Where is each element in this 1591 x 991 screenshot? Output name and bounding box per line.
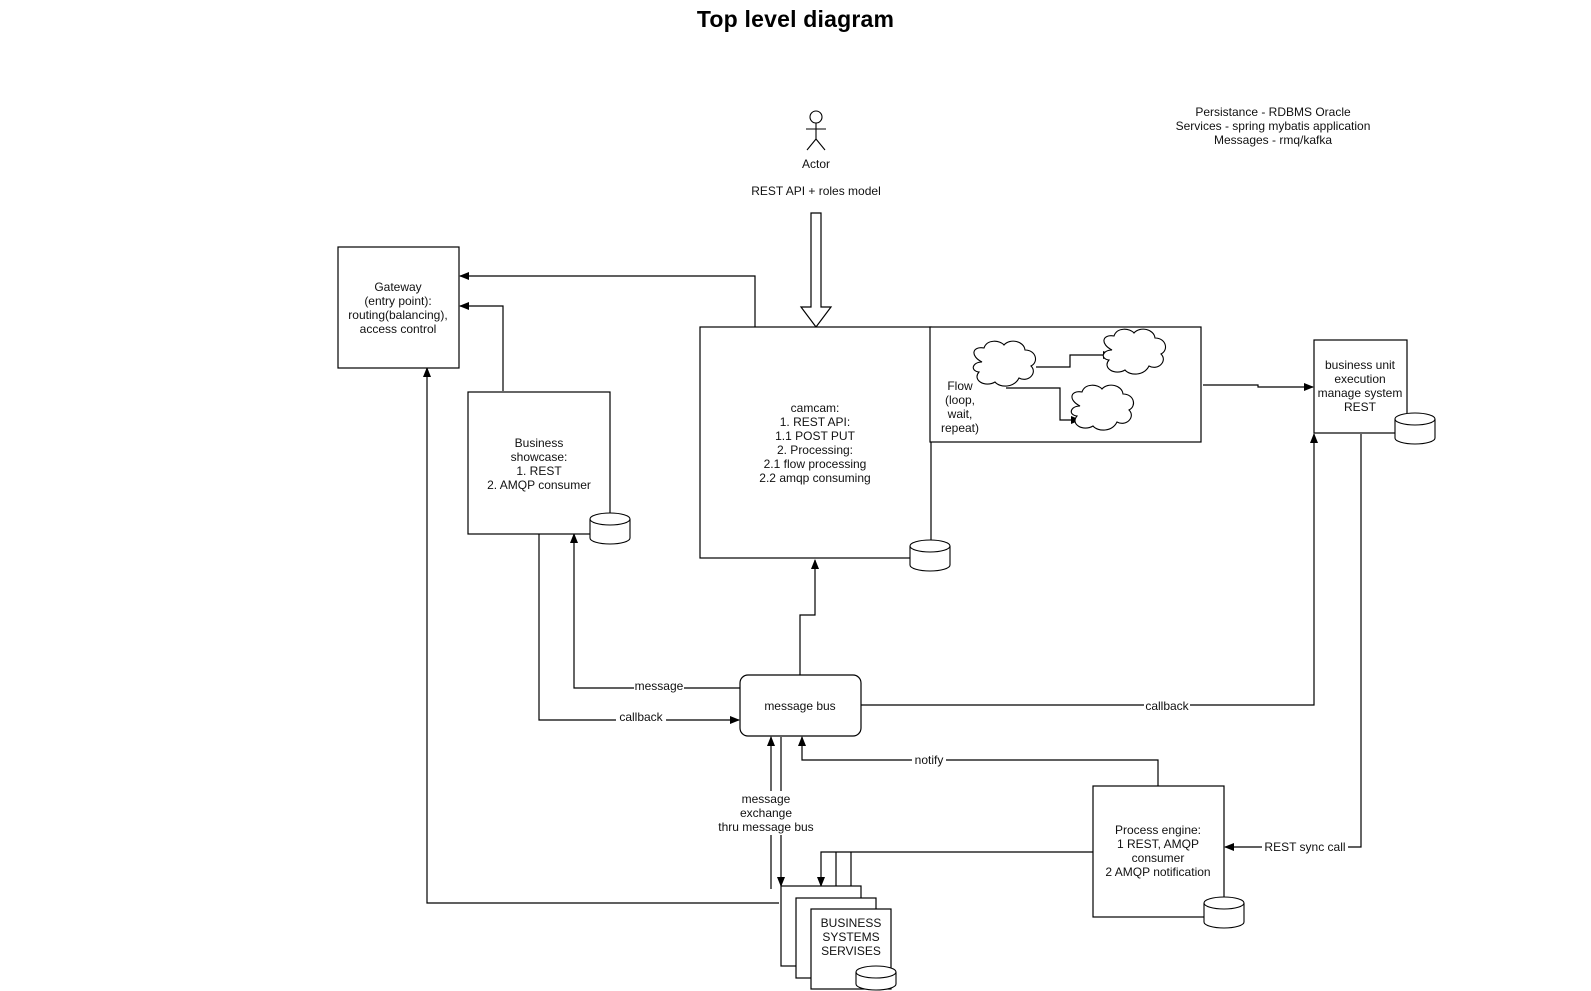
gateway-line-4: access control (360, 322, 437, 336)
engine-line-2: 1 REST, AMQP (1117, 837, 1199, 851)
camcam-line-6: 2.2 amqp consuming (759, 471, 870, 485)
actor-api-label: REST API + roles model (751, 184, 881, 198)
node-flow[interactable]: Flow (loop, wait, repeat) (929, 326, 1202, 443)
showcase-database-icon (589, 512, 631, 545)
flow-arrow-2 (1006, 387, 1081, 424)
edge-bus-bu (860, 433, 1318, 706)
edge-engine-systems-1 (817, 851, 1093, 887)
bu-line-1: business unit (1325, 358, 1396, 372)
flow-line-2: (loop, (945, 393, 975, 407)
edge-label-message: message (635, 679, 684, 693)
showcase-line-2: showcase: (511, 450, 568, 464)
node-business-systems[interactable]: BUSINESS SYSTEMS SERVISES (780, 885, 897, 991)
engine-line-4: 2 AMQP notification (1105, 865, 1210, 879)
edge-label-callback-right: callback (1145, 699, 1189, 713)
edge-label-notify: notify (915, 753, 944, 767)
bu-line-2: execution (1334, 372, 1385, 386)
edge-camcam-gateway (459, 272, 756, 327)
edge-flow-bu (1203, 383, 1314, 391)
note-messages: Messages - rmq/kafka (1214, 133, 1332, 147)
edge-showcase-gateway (459, 302, 504, 391)
bu-database-icon (1394, 412, 1436, 445)
systems-line-2: SYSTEMS (822, 930, 879, 944)
gateway-line-2: (entry point): (364, 294, 431, 308)
edge-label-rest-sync: REST sync call (1264, 840, 1345, 854)
showcase-line-4: 2. AMQP consumer (487, 478, 591, 492)
flow-line-3: wait, (947, 407, 973, 421)
edge-bus-showcase (570, 533, 740, 689)
cloud-icon (1102, 328, 1167, 375)
bu-line-3: manage system (1318, 386, 1403, 400)
camcam-line-2: 1. REST API: (780, 415, 850, 429)
node-message-bus[interactable]: message bus (739, 674, 862, 737)
flow-line-1: Flow (947, 379, 973, 393)
cloud-icon (1070, 384, 1135, 431)
actor-label: Actor (802, 157, 830, 171)
diagram-title: Top level diagram (696, 6, 895, 32)
systems-database-icon (855, 965, 897, 991)
actor: Actor REST API + roles model (751, 110, 881, 328)
bu-line-4: REST (1344, 400, 1377, 414)
node-gateway[interactable]: Gateway (entry point): routing(balancing… (337, 246, 460, 369)
note-services: Services - spring mybatis application (1176, 119, 1371, 133)
node-process-engine[interactable]: Process engine: 1 REST, AMQP consumer 2 … (1092, 785, 1245, 929)
engine-database-icon (1203, 896, 1245, 929)
edge-systems-gateway (423, 367, 779, 904)
edge-showcase-bus (538, 534, 740, 724)
gateway-line-3: routing(balancing), (348, 308, 447, 322)
systems-line-1: BUSINESS (821, 916, 882, 930)
message-bus-label: message bus (764, 699, 835, 713)
node-camcam[interactable]: camcam: 1. REST API: 1.1 POST PUT 2. Pro… (699, 326, 951, 572)
edge-label-exchange-3: thru message bus (718, 820, 813, 834)
engine-line-3: consumer (1132, 851, 1185, 865)
edge-label-exchange-2: exchange (740, 806, 792, 820)
flow-arrow-1 (1036, 351, 1113, 368)
systems-line-3: SERVISES (821, 944, 881, 958)
edge-label-callback-left: callback (619, 710, 663, 724)
gateway-line-1: Gateway (374, 280, 421, 294)
camcam-line-5: 2.1 flow processing (764, 457, 867, 471)
camcam-line-3: 1.1 POST PUT (775, 429, 855, 443)
camcam-database-icon (909, 539, 951, 572)
node-business-unit[interactable]: business unit execution manage system RE… (1313, 339, 1436, 445)
cloud-icon (972, 340, 1037, 387)
actor-arrow (799, 212, 833, 328)
node-business-showcase[interactable]: Business showcase: 1. REST 2. AMQP consu… (467, 391, 631, 545)
edge-bu-engine (1224, 434, 1362, 851)
showcase-line-1: Business (515, 436, 564, 450)
notes: Persistance - RDBMS Oracle Services - sp… (1176, 105, 1371, 147)
edge-label-exchange-1: message (742, 792, 791, 806)
camcam-line-4: 2. Processing: (777, 443, 853, 457)
camcam-line-1: camcam: (791, 401, 840, 415)
showcase-line-3: 1. REST (516, 464, 562, 478)
edge-bus-camcam (799, 559, 819, 676)
edge-labels: message callback callback notify REST sy… (616, 679, 1348, 854)
actor-icon (806, 110, 826, 151)
engine-line-1: Process engine: (1115, 823, 1201, 837)
note-persistance: Persistance - RDBMS Oracle (1195, 105, 1351, 119)
edge-engine-bus (798, 736, 1159, 786)
flow-line-4: repeat) (941, 421, 979, 435)
